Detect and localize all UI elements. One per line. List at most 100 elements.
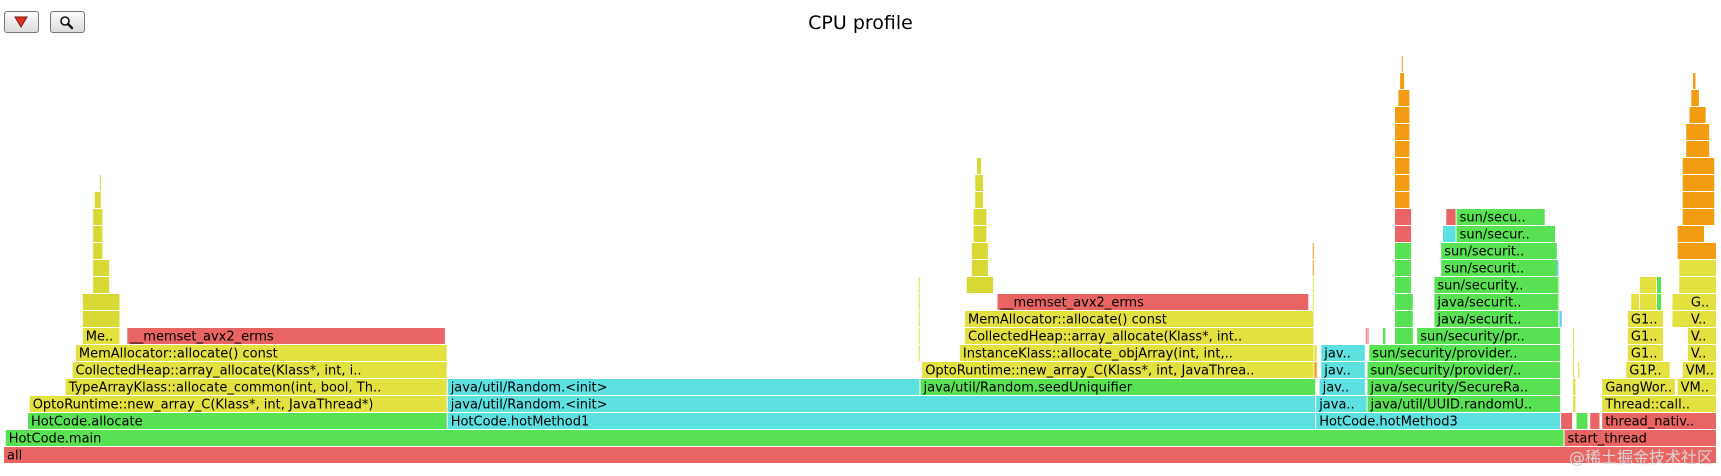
flame-frame-label: HotCode.hotMethod1 bbox=[451, 415, 590, 430]
flame-sliver bbox=[1367, 328, 1369, 344]
flame-frame[interactable] bbox=[447, 413, 1316, 429]
flame-stack-sliver bbox=[1677, 226, 1704, 242]
flame-frame[interactable] bbox=[29, 396, 447, 412]
flame-frame[interactable] bbox=[1367, 396, 1561, 412]
flame-frame-label: MemAllocator::allocate() const bbox=[79, 347, 278, 362]
flame-frame[interactable] bbox=[75, 345, 447, 361]
flame-frame[interactable] bbox=[1602, 379, 1675, 395]
flame-frame[interactable] bbox=[1319, 379, 1365, 395]
flame-frame-label: jav.. bbox=[1323, 364, 1351, 379]
flame-frame[interactable] bbox=[1367, 362, 1561, 378]
flame-frame[interactable] bbox=[1602, 413, 1716, 429]
flame-frame[interactable] bbox=[4, 447, 1716, 463]
flame-sliver bbox=[1312, 260, 1314, 276]
flame-frame[interactable] bbox=[1677, 379, 1716, 395]
flame-stack-sliver bbox=[971, 243, 988, 259]
flame-frame[interactable] bbox=[1316, 413, 1561, 429]
reverse-button[interactable] bbox=[4, 11, 39, 33]
flame-frame-label: HotCode.hotMethod3 bbox=[1319, 415, 1458, 430]
flame-stack-sliver bbox=[1398, 90, 1410, 106]
flame-frame[interactable] bbox=[1367, 379, 1561, 395]
flame-frame[interactable] bbox=[959, 345, 1314, 361]
flame-stack-sliver bbox=[1677, 243, 1716, 259]
flame-sliver bbox=[1573, 328, 1575, 344]
flame-frame[interactable] bbox=[1456, 226, 1555, 242]
flame-frame[interactable] bbox=[1627, 311, 1663, 327]
flame-stack-sliver bbox=[1679, 260, 1716, 276]
flame-frame[interactable] bbox=[1627, 345, 1663, 361]
flame-frame[interactable] bbox=[82, 328, 120, 344]
flame-stack-sliver bbox=[1679, 277, 1716, 293]
flame-frame[interactable] bbox=[1687, 328, 1716, 344]
flame-frame-label: GangWor.. bbox=[1605, 381, 1672, 396]
flame-frame[interactable] bbox=[1441, 243, 1557, 259]
flame-frame-label: OptoRuntime::new_array_C(Klass*, int, Ja… bbox=[925, 364, 1254, 379]
flame-frame[interactable] bbox=[1687, 345, 1716, 361]
flame-sliver bbox=[1383, 328, 1386, 344]
flame-frame[interactable] bbox=[447, 379, 920, 395]
flame-stack-sliver bbox=[975, 192, 983, 208]
search-button[interactable] bbox=[50, 11, 85, 33]
flame-frame[interactable] bbox=[127, 328, 445, 344]
magnifier-icon bbox=[60, 16, 74, 30]
flame-frame[interactable] bbox=[1369, 345, 1561, 361]
flame-sliver bbox=[1312, 277, 1314, 293]
flame-frame[interactable] bbox=[1434, 294, 1559, 310]
flame-stack-sliver bbox=[93, 260, 110, 276]
flame-frame[interactable] bbox=[1682, 362, 1716, 378]
flame-stack-sliver bbox=[1686, 124, 1710, 140]
flame-frame[interactable] bbox=[1576, 413, 1588, 429]
flame-sliver bbox=[918, 294, 920, 310]
flame-frame[interactable] bbox=[1434, 311, 1559, 327]
flame-stack-sliver bbox=[1682, 192, 1715, 208]
flame-frame[interactable] bbox=[922, 362, 1314, 378]
flame-frame[interactable] bbox=[997, 294, 1309, 310]
flame-frame[interactable] bbox=[965, 311, 1314, 327]
flame-frame[interactable] bbox=[920, 379, 1316, 395]
flame-frame[interactable] bbox=[1590, 413, 1600, 429]
flame-frame[interactable] bbox=[1321, 362, 1365, 378]
flame-frame[interactable] bbox=[1602, 396, 1716, 412]
flame-frame[interactable] bbox=[965, 328, 1314, 344]
flame-stack-sliver bbox=[82, 311, 120, 327]
flame-frame-label: sun/securit.. bbox=[1444, 245, 1524, 260]
flame-frame[interactable] bbox=[1316, 396, 1367, 412]
flame-frame-label: java/securit.. bbox=[1436, 296, 1521, 311]
flame-frame[interactable] bbox=[1687, 311, 1716, 327]
flame-frame[interactable] bbox=[1627, 328, 1663, 344]
flame-sliver bbox=[1573, 362, 1575, 378]
flame-frame[interactable] bbox=[1417, 328, 1561, 344]
flame-frame[interactable] bbox=[5, 430, 1564, 446]
flame-frame-label: CollectedHeap::array_allocate(Klass*, in… bbox=[76, 364, 362, 379]
flame-sliver bbox=[918, 277, 920, 293]
flame-frame-label: G1.. bbox=[1631, 313, 1658, 328]
flame-frame-label: TypeArrayKlass::allocate_common(int, boo… bbox=[68, 381, 382, 396]
flame-frame[interactable] bbox=[1564, 430, 1717, 446]
flame-stack-sliver bbox=[1395, 209, 1412, 225]
flame-stack-sliver bbox=[1395, 226, 1412, 242]
flame-sliver bbox=[1573, 379, 1576, 395]
flame-frame-label: sun/secur.. bbox=[1460, 228, 1530, 243]
flame-frame-label: HotCode.main bbox=[9, 432, 102, 447]
flame-frame-label: VM.. bbox=[1681, 381, 1709, 396]
flame-frame-label: thread_nativ.. bbox=[1605, 415, 1694, 430]
flame-stack-sliver bbox=[1401, 56, 1403, 72]
flame-frame-label: InstanceKlass::allocate_objArray(int, in… bbox=[963, 347, 1233, 362]
flame-frame[interactable] bbox=[1441, 260, 1557, 276]
flame-frame[interactable] bbox=[65, 379, 447, 395]
flame-stack-sliver bbox=[1395, 192, 1410, 208]
flame-frame[interactable] bbox=[1456, 209, 1545, 225]
flame-frame[interactable] bbox=[1434, 277, 1559, 293]
flame-frame[interactable] bbox=[1321, 345, 1365, 361]
flame-frame-label: __memset_avx2_erms bbox=[1000, 296, 1145, 311]
flame-sliver bbox=[1639, 277, 1656, 293]
flame-stack-sliver bbox=[1395, 141, 1410, 157]
flame-frame[interactable] bbox=[28, 413, 447, 429]
flame-frame-label: sun/security/pr.. bbox=[1420, 330, 1525, 345]
flame-frame[interactable] bbox=[1687, 294, 1716, 310]
flame-frame[interactable] bbox=[1626, 362, 1670, 378]
flame-frame[interactable] bbox=[1561, 413, 1573, 429]
flame-frame[interactable] bbox=[447, 396, 1316, 412]
flame-frame[interactable] bbox=[72, 362, 447, 378]
flame-frame-label: HotCode.allocate bbox=[31, 415, 143, 430]
